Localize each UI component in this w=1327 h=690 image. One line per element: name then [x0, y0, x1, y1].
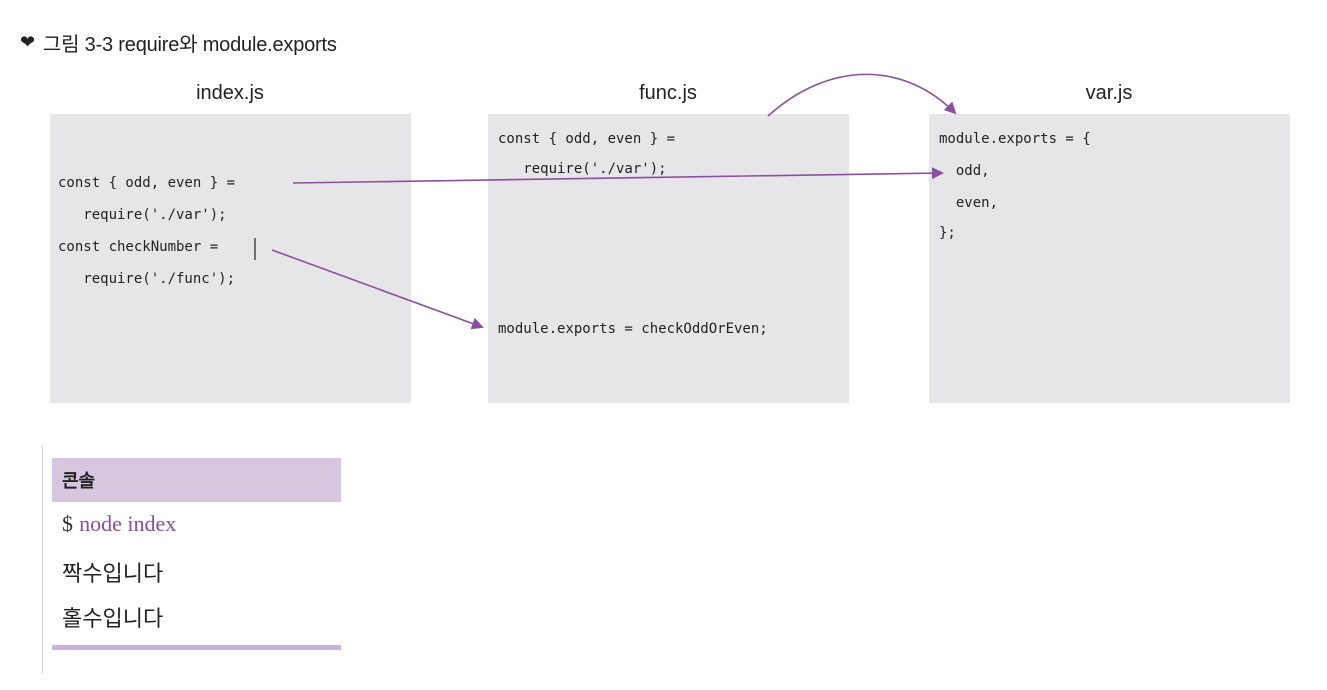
index-code-line: require('./func');: [58, 271, 236, 287]
console-footer-bar: [52, 645, 341, 650]
console-output-line: 짝수입니다: [62, 562, 164, 587]
console-command-line: $ node index: [62, 511, 176, 537]
heart-icon: ❤: [20, 31, 35, 52]
func-code-line: require('./var');: [498, 161, 667, 177]
func-code-panel: const { odd, even } = require('./var'); …: [488, 114, 849, 403]
console-command: node index: [79, 511, 177, 536]
console-prompt: $: [62, 511, 73, 536]
func-code-line: module.exports = checkOddOrEven;: [498, 321, 768, 337]
index-file-label: index.js: [196, 82, 264, 104]
var-code-line: };: [939, 225, 956, 241]
func-code-line: const { odd, even } =: [498, 131, 676, 147]
var-file-label: var.js: [1085, 82, 1133, 104]
console-divider: [42, 445, 43, 673]
var-code-line: even,: [939, 195, 999, 211]
console-output-line: 홀수입니다: [62, 607, 164, 632]
index-code-line: const { odd, even } =: [58, 175, 236, 191]
console-header: 콘솔: [52, 458, 341, 502]
var-code-panel: module.exports = { odd, even, };: [929, 114, 1290, 403]
index-code-panel: const { odd, even } = require('./var'); …: [50, 114, 411, 403]
figure-title: ❤ 그림 3-3 require와 module.exports: [20, 28, 337, 57]
func-file-label: func.js: [639, 82, 697, 104]
var-code-line: odd,: [939, 163, 990, 179]
figure-title-text: 그림 3-3 require와 module.exports: [42, 34, 337, 56]
index-code-line: require('./var');: [58, 207, 227, 223]
index-code-line: const checkNumber =: [58, 239, 219, 255]
var-code-line: module.exports = {: [939, 131, 1091, 147]
